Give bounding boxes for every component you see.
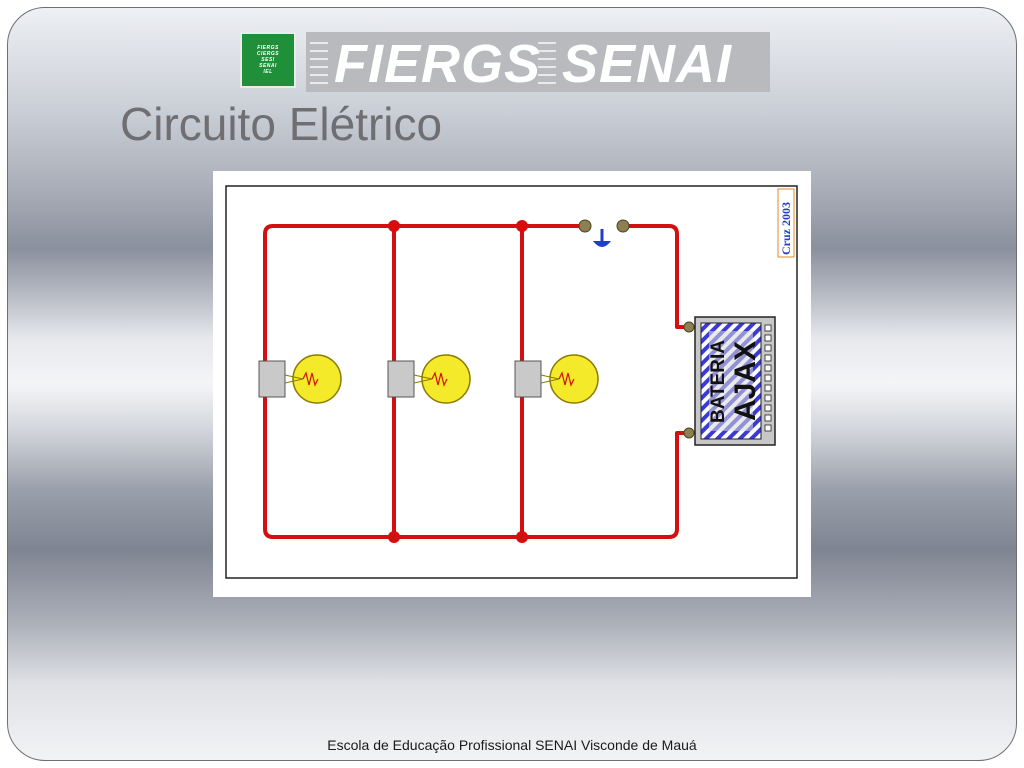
seal-line: FIERGS	[257, 45, 279, 51]
junction-dots	[388, 220, 528, 543]
slide-title: Circuito Elétrico	[120, 98, 443, 150]
seal-line: IEL	[263, 69, 273, 75]
junction-dot	[516, 220, 528, 232]
fiergs-senai-logo: FIERGS CIERGS SESI SENAI IEL FIERGS SENA…	[232, 26, 770, 96]
junction-dot	[388, 531, 400, 543]
switch-icon	[578, 219, 630, 247]
battery-label-ajax: AJAX	[729, 341, 762, 421]
slide-background: FIERGS CIERGS SESI SENAI IEL FIERGS SENA…	[7, 7, 1017, 761]
logo-word-fiergs: FIERGS	[334, 34, 542, 94]
circuit-svg: BATERIA AJAX Cruz 2003	[225, 185, 798, 579]
junction-dot	[516, 531, 528, 543]
seal-line: CIERGS	[256, 51, 280, 57]
junction-dot	[388, 220, 400, 232]
light-bulb-icon	[387, 354, 471, 404]
battery-icon: BATERIA AJAX	[683, 316, 776, 446]
seal-line: SENAI	[259, 63, 277, 69]
battery-label-bateria: BATERIA	[708, 340, 729, 423]
slide-footer: Escola de Educação Profissional SENAI Vi…	[327, 737, 697, 753]
light-bulb-icon	[258, 354, 342, 404]
circuit-diagram: BATERIA AJAX Cruz 2003	[213, 171, 811, 597]
logo-word-senai: SENAI	[562, 34, 733, 94]
light-bulb-icon	[514, 354, 599, 404]
logo-band: FIERGS SENAI	[306, 32, 770, 92]
seal-line: SESI	[261, 57, 275, 63]
credit-text: Cruz 2003	[779, 202, 793, 255]
logo-seal: FIERGS CIERGS SESI SENAI IEL	[240, 32, 296, 88]
top-right-wire	[623, 224, 685, 329]
top-left-wire	[263, 224, 685, 539]
